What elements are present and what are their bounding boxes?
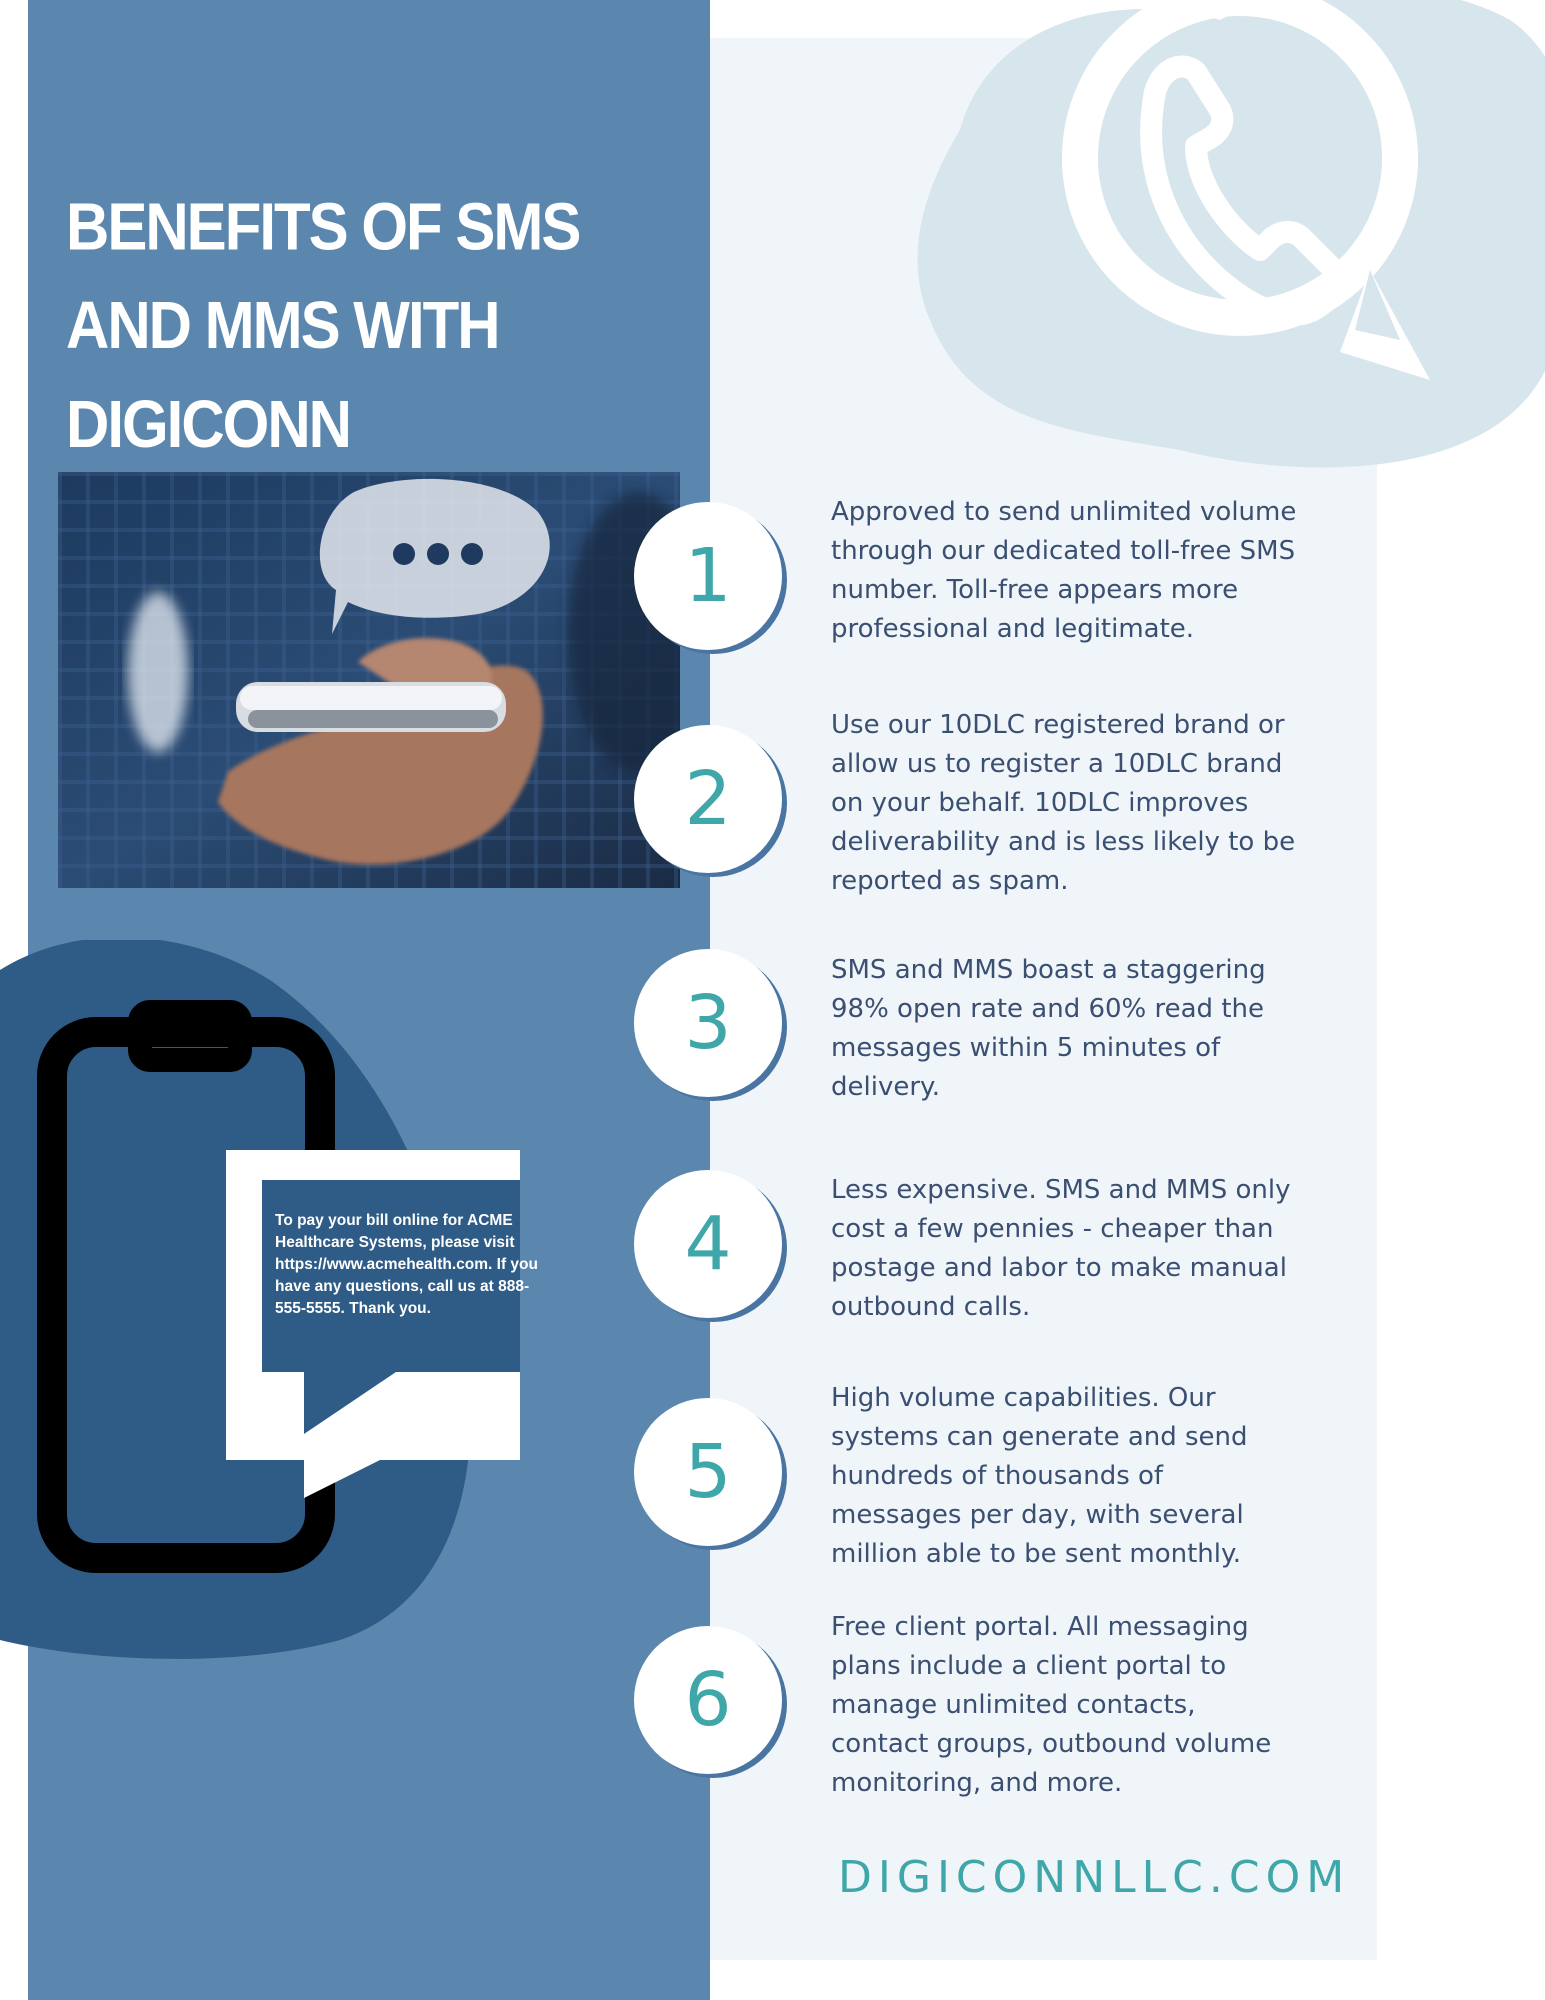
benefit-text-4: Less expensive. SMS and MMS only cost a … bbox=[831, 1175, 1291, 1322]
benefit-number-6: 6 bbox=[634, 1626, 782, 1774]
smartphone-outline-icon bbox=[0, 940, 520, 1659]
sms-message-text: To pay your bill online for ACME Healthc… bbox=[275, 1212, 538, 1317]
benefit-number-3: 3 bbox=[634, 949, 782, 1097]
benefit-text-3: SMS and MMS boast a staggering 98% open … bbox=[831, 955, 1266, 1102]
benefit-text-1: Approved to send unlimited volume throug… bbox=[831, 497, 1297, 644]
benefit-number-2: 2 bbox=[634, 725, 782, 873]
footer-website-link[interactable]: DIGICONNLLC.COM bbox=[838, 1852, 1351, 1903]
benefit-text-5: High volume capabilities. Our systems ca… bbox=[831, 1383, 1248, 1569]
phone-chat-bubble-icon bbox=[917, 0, 1545, 468]
benefit-text-2: Use our 10DLC registered brand or allow … bbox=[831, 710, 1296, 896]
benefit-text-6: Free client portal. All messaging plans … bbox=[831, 1612, 1272, 1798]
hand-holding-phone-photo bbox=[58, 472, 680, 888]
benefit-number-5: 5 bbox=[634, 1398, 782, 1546]
benefit-number-1: 1 bbox=[634, 502, 782, 650]
benefit-number-4: 4 bbox=[634, 1170, 782, 1318]
page-title: BENEFITS OF SMS AND MMS WITH DIGICONN bbox=[66, 189, 581, 462]
